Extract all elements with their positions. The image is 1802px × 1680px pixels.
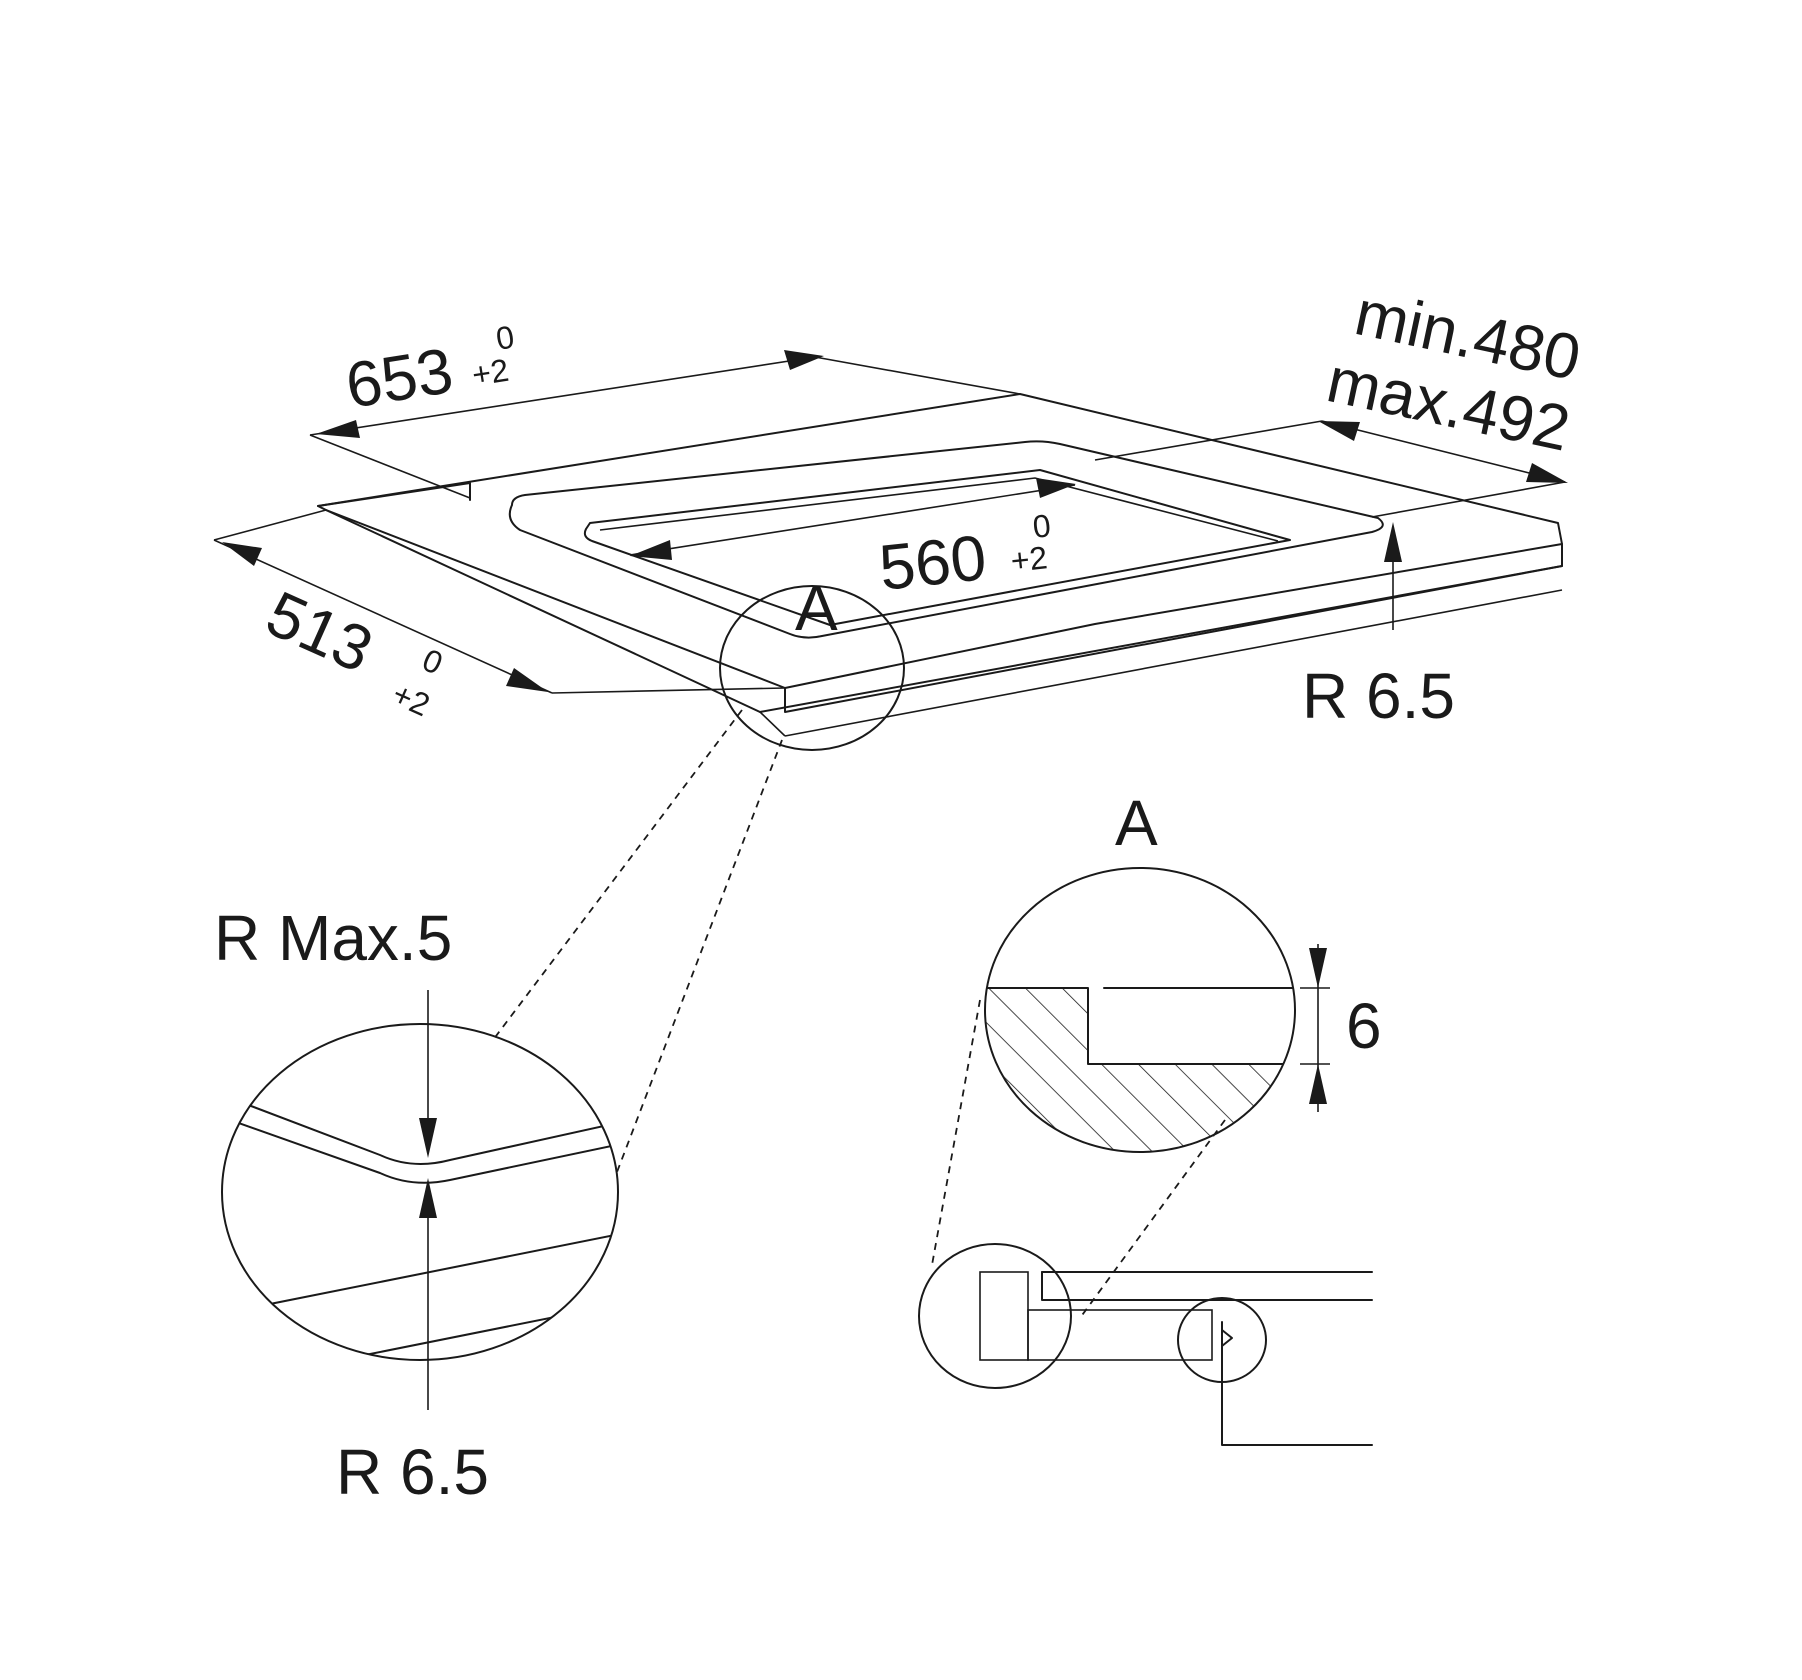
section-small-triangle — [1221, 1329, 1233, 1347]
worktop-left-edge — [325, 509, 761, 713]
dim-653-ext-right — [814, 356, 1021, 395]
dim-513-ext-bottom — [551, 687, 786, 694]
dim-653-tol-upper: 0 — [493, 319, 516, 357]
dim-worktop-line — [1321, 420, 1566, 483]
detail-radius-bottom-edge — [359, 1299, 618, 1357]
cutout-inner — [583, 469, 1291, 626]
detail-section-a: A 6 — [918, 787, 1382, 1446]
dim-513-line — [213, 539, 553, 694]
dim-worktop-arrow-right — [1526, 463, 1568, 483]
section-circle-right — [1177, 1297, 1267, 1383]
detail-radius-lower-edge — [229, 1119, 618, 1184]
detail-radius-front-edge — [229, 1229, 618, 1313]
dim-653-value: 653 — [341, 334, 458, 422]
countertop-drawing — [317, 393, 1563, 737]
worktop-top-surface — [317, 393, 1563, 689]
dim-513-tol-upper: 0 — [417, 642, 448, 682]
cutout-inner-lip — [599, 477, 1279, 542]
dim-6-arrow-bottom — [1309, 1064, 1327, 1104]
worktop-notch — [317, 482, 471, 507]
dim-653-line — [309, 356, 816, 436]
detail-marker-main: A — [719, 572, 905, 751]
dim-560-arrow-left — [630, 540, 672, 560]
dim-560-arrow-right — [1036, 478, 1076, 498]
dim-513-arrow-bottom — [506, 668, 548, 692]
radius-top-arrow — [1384, 522, 1402, 562]
callout-radius-top: R 6.5 — [1302, 522, 1455, 732]
dim-513-ext-top — [213, 509, 327, 541]
detail-radius-arrow-bottom — [419, 1178, 437, 1218]
dim-653-arrow-left — [316, 420, 360, 438]
worktop-left-corner — [759, 711, 786, 737]
section-ledge — [1027, 1309, 1213, 1361]
detail-radius-bottom-label: R 6.5 — [336, 1436, 489, 1508]
dimension-513: 513 0 +2 — [213, 509, 786, 724]
detail-a-hatch — [985, 988, 1295, 1152]
worktop-bottom-edge — [759, 565, 1563, 713]
worktop-under-edge — [784, 589, 1563, 737]
detail-radius-max-label: R Max.5 — [214, 902, 452, 974]
dim-653-arrow-right — [784, 350, 824, 370]
leader-dashed-a-right — [1079, 1119, 1226, 1319]
leader-dashed-right — [616, 739, 783, 1173]
dim-6-arrow-top — [1309, 948, 1327, 988]
cutout-outer — [508, 440, 1384, 639]
dim-513-tol-lower: +2 — [387, 676, 435, 724]
dimension-worktop-depth: min.480 max.492 — [1094, 276, 1587, 518]
radius-top-label: R 6.5 — [1302, 660, 1455, 732]
leader-dashed-a-left — [931, 999, 981, 1266]
dim-653-ext-left — [309, 434, 471, 499]
dim-560-tol-lower: +2 — [1009, 539, 1049, 579]
dim-560-line — [629, 484, 1076, 556]
detail-circle-main — [719, 585, 905, 751]
detail-radius-arrow-top — [419, 1118, 437, 1158]
dim-513-arrow-top — [222, 542, 262, 566]
worktop-front-edge — [784, 543, 1563, 713]
dimension-560: 560 0 +2 — [629, 478, 1076, 604]
section-circle-left — [918, 1243, 1072, 1389]
detail-radius-circle — [221, 1023, 619, 1361]
detail-marker-view-label: A — [1115, 787, 1158, 859]
detail-radius: R Max.5 R 6.5 — [214, 902, 619, 1508]
dim-653-tol-lower: +2 — [469, 352, 511, 393]
detail-marker-main-label: A — [795, 572, 838, 644]
detail-a-step-profile — [985, 987, 1295, 1065]
leader-dashed-left — [492, 709, 743, 1041]
detail-radius-upper-edge — [229, 1097, 618, 1165]
dimension-653: 653 0 +2 — [309, 319, 1021, 499]
section-post — [979, 1271, 1029, 1361]
dim-6-label: 6 — [1346, 990, 1382, 1062]
dim-worktop-ext-left — [1094, 420, 1323, 461]
section-glass-profile — [1041, 1271, 1373, 1301]
section-cabinet-line — [1221, 1321, 1373, 1446]
dim-560-tol-upper: 0 — [1031, 507, 1052, 545]
dim-513-value: 513 — [256, 577, 383, 686]
dim-560-value: 560 — [876, 521, 990, 604]
dim-worktop-ext-right — [1371, 481, 1566, 518]
dim-worktop-arrow-left — [1318, 421, 1360, 441]
